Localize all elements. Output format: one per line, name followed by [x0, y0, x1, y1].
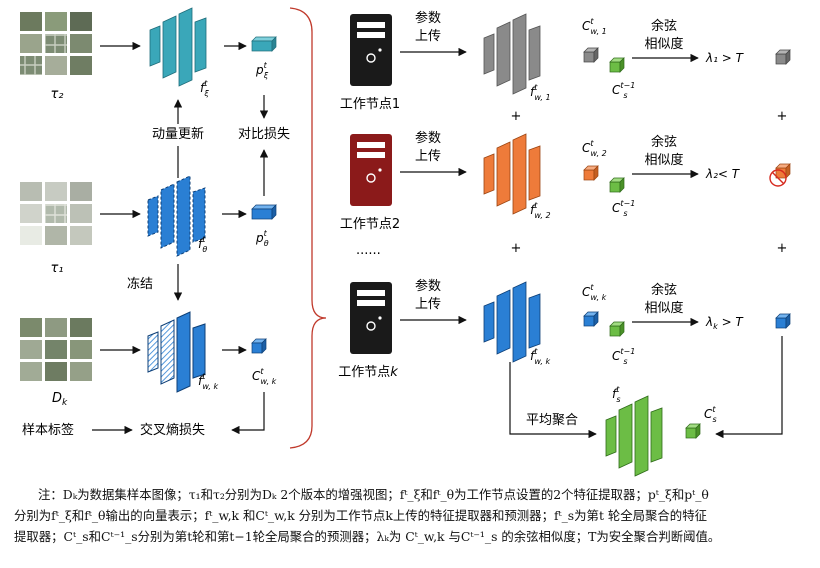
node1-label: 工作节点1 [340, 97, 400, 112]
note-line-3: 提取器；Cᵗ_s和Cᵗ⁻¹_s分别为第t轮和第t−1轮全局聚合的预测器；λₖ为 … [14, 529, 721, 544]
f-wk2-encoder [483, 281, 541, 363]
lambda1-label: λ₁ > T [705, 51, 745, 65]
plus-1: + [511, 109, 522, 124]
c-w1-cube [583, 47, 599, 63]
cosine2-label-a: 余弦 [651, 134, 677, 150]
cosine2-label-b: 相似度 [644, 152, 683, 168]
f-xi-encoder [149, 7, 207, 87]
c-w2-cube [583, 165, 599, 181]
cosinek-label-a: 余弦 [651, 282, 677, 298]
node2-label: 工作节点2 [340, 217, 400, 232]
uploadk-label-a: 参数 [415, 278, 441, 294]
pass-cube-k [775, 313, 791, 329]
cs-cube-1 [609, 57, 625, 73]
upload1-label-a: 参数 [415, 10, 441, 26]
cs-global-cube [685, 423, 701, 439]
arrow-to-cs [715, 336, 783, 439]
freeze-label: 冻结 [127, 276, 153, 292]
p-theta-vector [251, 204, 277, 220]
dk-image-grid [20, 318, 92, 381]
nodek-server-icon [350, 282, 392, 354]
cs-cube-k [609, 321, 625, 337]
plus-3: + [511, 241, 522, 256]
local-training-bracket [289, 7, 327, 449]
tau1-image-grid [20, 182, 92, 245]
note-line-2: 分别为fᵗ_ξ和fᵗ_θ输出的向量表示；fᵗ_w,k 和Cᵗ_w,k 分别为工作… [14, 508, 707, 523]
note-line-1: 注：Dₖ为数据集样本图像；τ₁和τ₂分别为Dₖ 2个版本的增强视图；fᵗ_ξ和f… [38, 487, 709, 502]
cross-entropy-label: 交叉熵损失 [140, 422, 205, 438]
plus-2: + [777, 109, 788, 124]
ellipsis-label: ...... [356, 243, 381, 258]
c-wk2-cube [583, 311, 599, 327]
reject-cube-icon [769, 163, 791, 187]
upload2-label-a: 参数 [415, 130, 441, 146]
f-w1-encoder [483, 13, 541, 95]
p-xi-vector [251, 36, 277, 52]
cosinek-label-b: 相似度 [644, 300, 683, 316]
node1-server-icon [350, 14, 392, 86]
cs-cube-2 [609, 177, 625, 193]
f-wk-encoder [147, 311, 206, 393]
nodek-label: 工作节点k [338, 365, 398, 380]
lambda2-label: λ₂< T [705, 167, 741, 181]
contrast-loss-label: 对比损失 [238, 127, 290, 142]
fs-global-encoder [605, 395, 663, 477]
figure-note: 注：Dₖ为数据集样本图像；τ₁和τ₂分别为Dₖ 2个版本的增强视图；fᵗ_ξ和f… [14, 484, 814, 547]
tau2-image-grid [20, 12, 92, 75]
arrow-to-avg-agg [509, 362, 597, 439]
uploadk-label-b: 上传 [415, 297, 441, 312]
tau2-label: τ₂ [50, 87, 63, 102]
f-theta-encoder [147, 175, 206, 257]
lambdak-label: λk > T [705, 315, 744, 331]
dk-label: Dk [52, 391, 68, 408]
momentum-update-label: 动量更新 [152, 126, 204, 142]
arrow-cwk-to-ce [231, 392, 265, 435]
sample-labels-label: 样本标签 [22, 422, 74, 438]
c-wk-vector [251, 338, 267, 354]
node2-server-icon [350, 134, 392, 206]
cosine1-label-a: 余弦 [651, 18, 677, 34]
plus-4: + [777, 241, 788, 256]
avg-agg-label: 平均聚合 [526, 413, 578, 428]
tau1-label: τ₁ [50, 261, 63, 276]
upload2-label-b: 上传 [415, 149, 441, 164]
cosine1-label-b: 相似度 [644, 36, 683, 52]
pass-cube-1 [775, 49, 791, 65]
upload1-label-b: 上传 [415, 29, 441, 44]
f-w2-encoder [483, 133, 541, 215]
